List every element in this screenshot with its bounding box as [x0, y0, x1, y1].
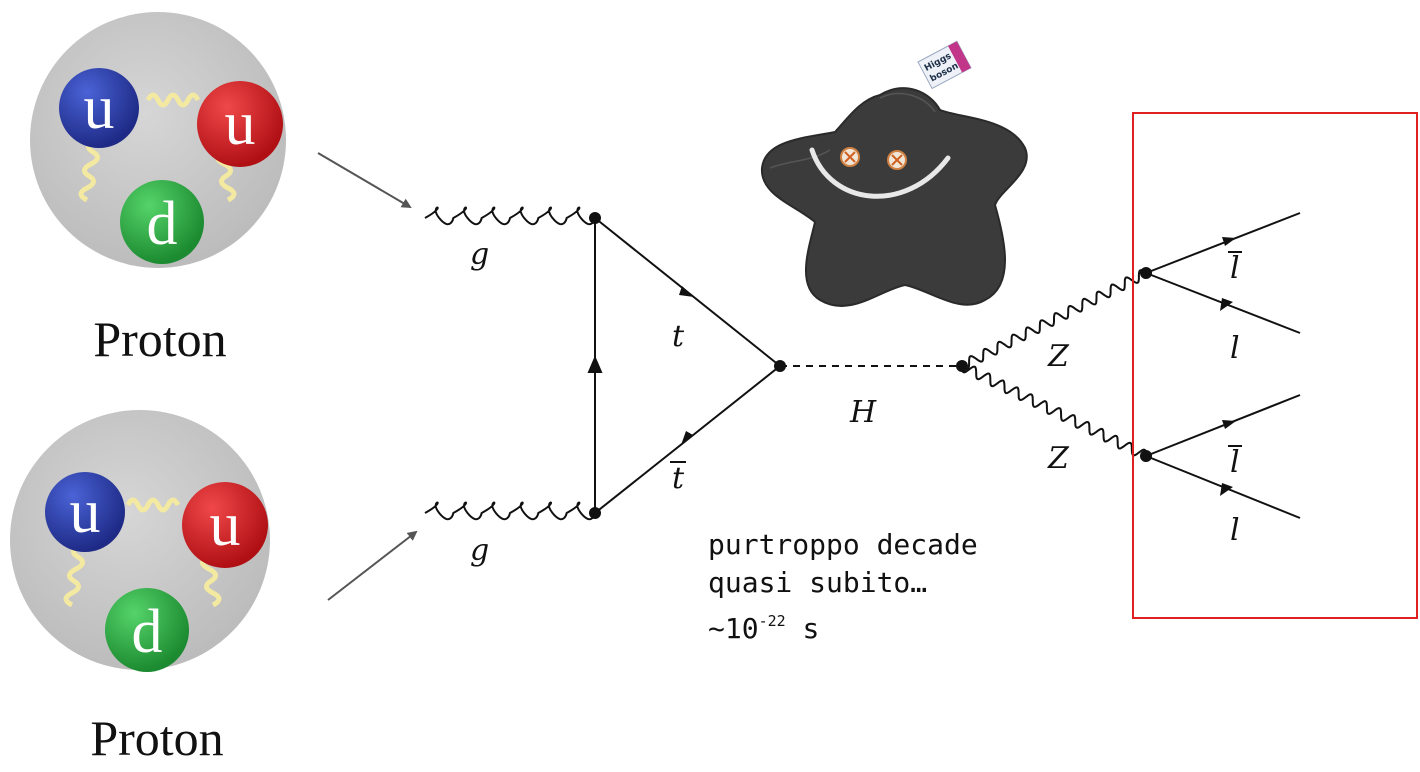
- quark-u: [197, 81, 283, 167]
- quark-d: [105, 588, 189, 672]
- vertex: [589, 507, 601, 519]
- plush-texture: [769, 92, 936, 169]
- z-boson-line-lower: [961, 365, 1147, 457]
- gluon-spring: [78, 137, 100, 203]
- label-antilepton-lower: l: [1230, 445, 1240, 480]
- quark-u: [45, 472, 125, 552]
- quark-label: d: [147, 190, 178, 258]
- label-top: t: [672, 319, 685, 354]
- gluon-line-top: [424, 206, 596, 226]
- lifetime-exponent: -22: [758, 612, 786, 630]
- label-lepton-upper: l: [1230, 331, 1240, 366]
- note-line-3: ~10-22 s: [708, 602, 1108, 648]
- proton-top: u u d Proton: [30, 12, 286, 367]
- note-line-2: quasi subito…: [708, 566, 928, 599]
- plush-body: [760, 87, 1028, 307]
- label-z-lower: Z: [1047, 441, 1070, 476]
- lifetime-unit: s: [785, 612, 820, 645]
- antilepton-line-lower: [1145, 394, 1301, 457]
- quark-u: [59, 68, 139, 148]
- highlight-box: [1132, 112, 1418, 619]
- plush-eye-cross: [844, 151, 856, 163]
- quark-label: u: [84, 74, 115, 142]
- antilepton-line-upper: [1145, 212, 1301, 274]
- proton-label: Proton: [93, 311, 226, 367]
- z-boson-line-upper: [961, 269, 1147, 370]
- arrow: [1220, 298, 1233, 311]
- arrow: [1222, 420, 1236, 429]
- label-antitop: t: [672, 461, 685, 496]
- label-gluon-bottom: g: [470, 533, 489, 568]
- arrow-to-gluon-top: [317, 152, 412, 209]
- proton-bottom: u u d Proton: [10, 410, 270, 766]
- label-antilepton-upper: l: [1230, 251, 1240, 286]
- label-z-upper: Z: [1047, 339, 1070, 374]
- gluon-spring: [125, 497, 181, 513]
- gluon-line-bottom: [424, 501, 596, 521]
- decay-note: purtroppo decade quasi subito… ~10-22 s: [708, 526, 1108, 648]
- note-line-1: purtroppo decade: [708, 528, 978, 561]
- higgs-plush-image: Higgs boson: [760, 40, 1028, 307]
- tag-stripe: [948, 41, 971, 73]
- gluon-spring: [145, 92, 201, 108]
- quark-label: u: [225, 90, 256, 158]
- quark-d: [120, 180, 204, 264]
- plush-eye-cross: [891, 154, 903, 166]
- feynman-diagram: [424, 206, 1301, 521]
- vertex: [589, 212, 601, 224]
- label-lepton-lower: l: [1230, 513, 1240, 548]
- quark-label: u: [70, 478, 101, 546]
- arrow: [681, 431, 693, 445]
- vertices: [589, 212, 1152, 519]
- arrow-to-gluon-bottom: [327, 530, 418, 601]
- plush-tag: Higgs boson: [917, 40, 972, 90]
- arrow-up: [587, 355, 603, 373]
- vertex: [956, 360, 968, 372]
- label-higgs: H: [849, 395, 877, 430]
- vertex: [1140, 267, 1152, 279]
- quark-label: d: [132, 598, 163, 666]
- plush-smile: [809, 147, 951, 199]
- arrow: [679, 286, 694, 297]
- label-gluon-top: g: [470, 237, 489, 272]
- quark-u: [182, 482, 268, 568]
- arrow: [1222, 237, 1236, 246]
- lifetime-prefix: ~10: [708, 612, 759, 645]
- gluon-spring: [63, 542, 85, 608]
- arrow: [1220, 483, 1233, 496]
- quark-label: u: [210, 491, 241, 559]
- vertex: [1140, 450, 1152, 462]
- vertex: [774, 360, 786, 372]
- proton-label: Proton: [90, 710, 223, 766]
